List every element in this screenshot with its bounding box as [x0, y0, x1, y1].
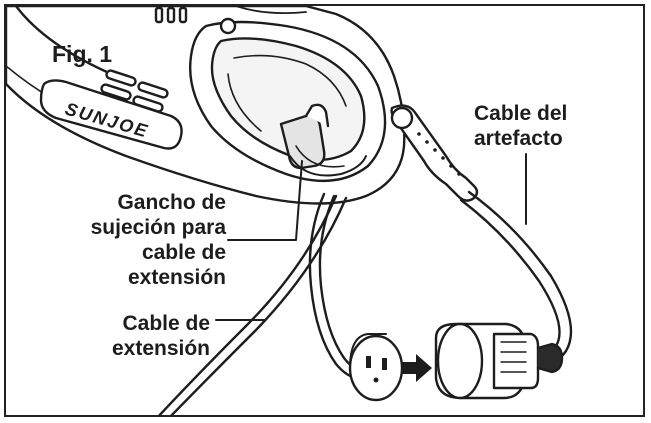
- extension-cord: [158, 194, 338, 415]
- figure-label: Fig. 1: [52, 41, 113, 67]
- extension-socket: [348, 334, 404, 402]
- tool-body-inner: [14, 6, 118, 78]
- strain-relief: [390, 104, 479, 202]
- connect-arrow: [402, 354, 432, 382]
- hedge-trimmer-illustration: SUNJOE: [6, 6, 573, 415]
- logo-plate: [39, 79, 183, 150]
- figure-frame: SUNJOE Fig. 1 Gancho de sujeción para ca…: [4, 4, 645, 417]
- hook-leader: [227, 160, 303, 241]
- device-cord-callout: Cable del artefacto: [474, 102, 568, 150]
- hook-callout: Gancho de sujeción para cable de extensi…: [90, 191, 226, 289]
- extension-cord-callout: Cable de extensión: [111, 312, 210, 360]
